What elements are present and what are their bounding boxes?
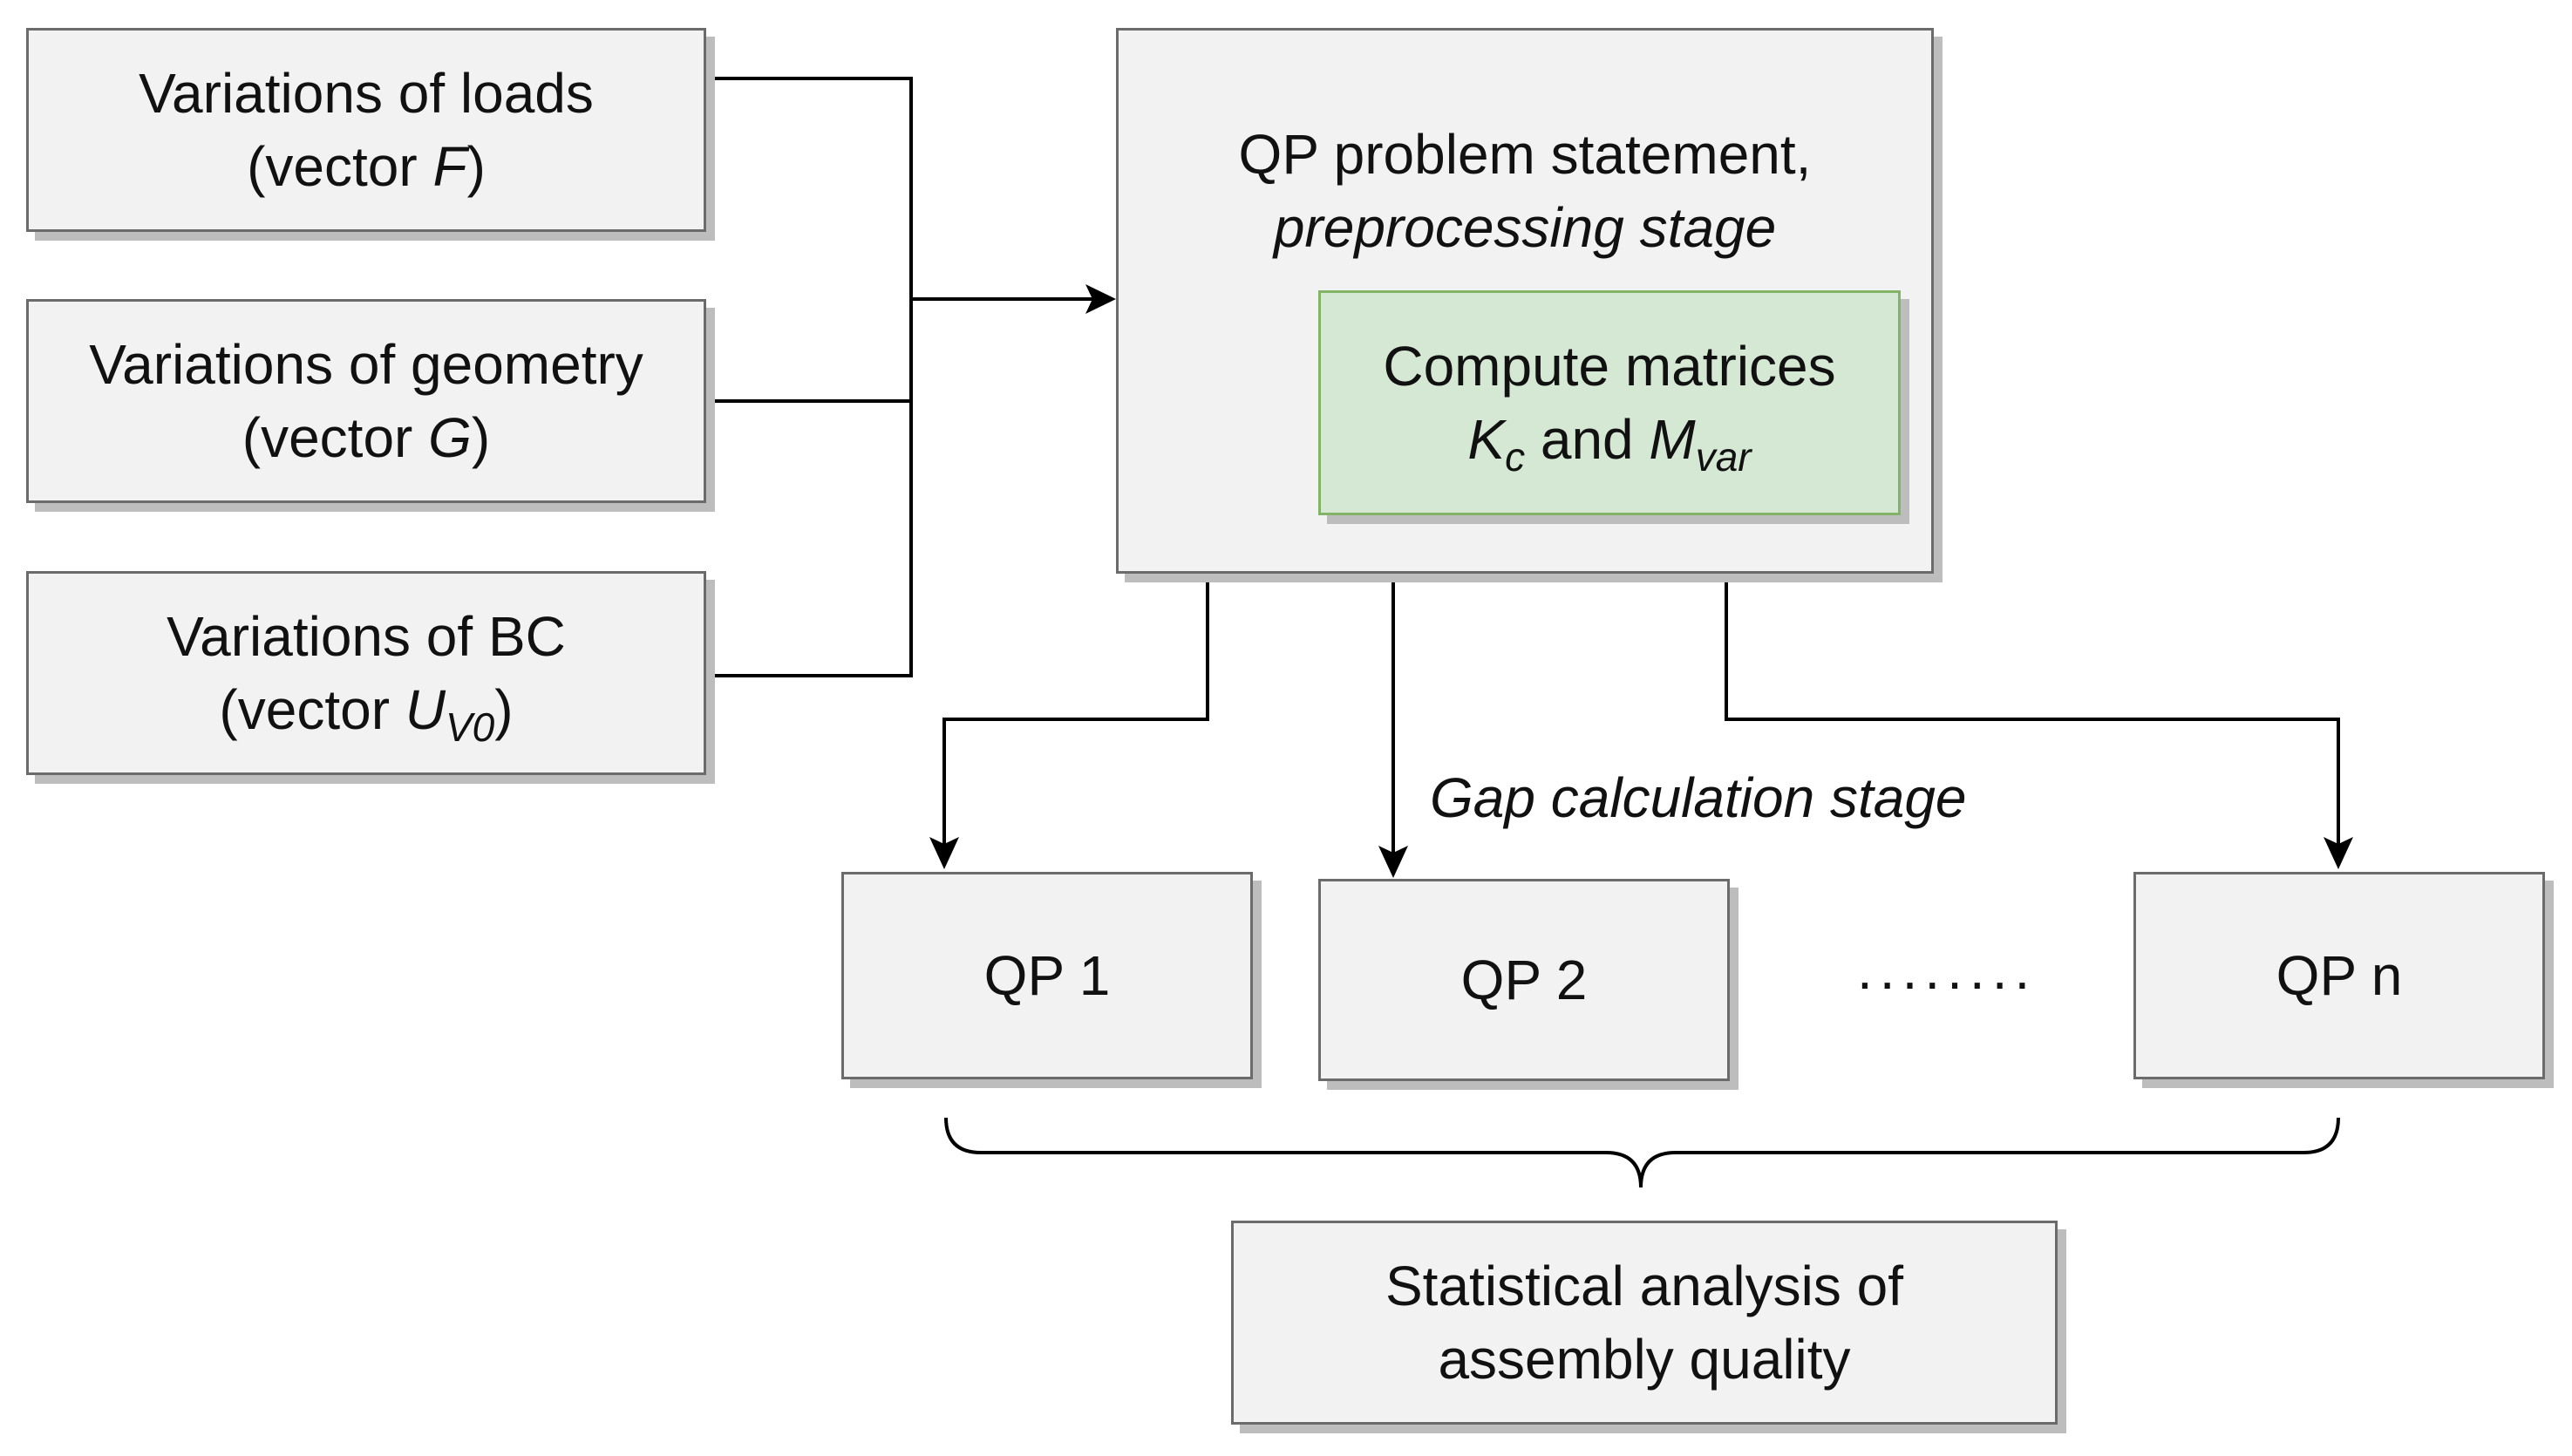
geometry-variation-box: Variations of geometry (vector G) [26,299,706,503]
bc-vector-subscript: V0 [446,704,495,750]
bc-vector-symbol: U [405,678,446,741]
matrix-m-subscript: var [1695,434,1752,480]
qp-box-2: QP 2 [1318,879,1730,1081]
connector-to-qp1 [942,582,1209,850]
bc-vector-suffix: ) [494,678,514,741]
geometry-vector-suffix: ) [471,406,491,469]
statistical-analysis-title: Statistical analysis of [1385,1255,1904,1317]
bc-vector: (vector UV0) [219,673,514,747]
qp-box-2-label: QP 2 [1460,949,1588,1011]
matrices-formula: Kc and Mvar [1467,403,1751,477]
arrowhead-qp-statement [1085,284,1116,314]
loads-vector: (vector F) [247,130,486,203]
arrowhead-qp2 [1378,846,1408,878]
compute-matrices-title: Compute matrices [1383,335,1836,398]
qp-box-n: QP n [2133,872,2545,1079]
statistical-analysis-box: Statistical analysis of assembly quality [1231,1221,2058,1425]
matrix-k-subscript: c [1505,434,1526,480]
matrix-k-symbol: K [1467,408,1506,471]
matrices-and: and [1525,408,1650,471]
preprocessing-stage-label: preprocessing stage [1273,196,1777,259]
geometry-vector-prefix: (vector [242,406,429,469]
connector-loads [706,77,913,677]
arrowhead-qpn [2324,837,2353,869]
loads-vector-prefix: (vector [247,135,433,198]
geometry-title: Variations of geometry [89,333,643,396]
bc-title: Variations of BC [167,605,566,668]
qp-box-1: QP 1 [841,872,1253,1079]
matrix-m-symbol: M [1649,408,1696,471]
connector-to-qpn [1725,574,2340,850]
geometry-vector-symbol: G [428,406,472,469]
loads-variation-box: Variations of loads (vector F) [26,28,706,232]
loads-vector-symbol: F [432,135,467,198]
ellipsis: ........ [1857,938,2038,1001]
bc-variation-box: Variations of BC (vector UV0) [26,571,706,775]
qp-statement-title: QP problem statement, [1238,123,1812,186]
arrowhead-qp1 [929,837,959,869]
loads-title: Variations of loads [139,62,594,125]
loads-vector-suffix: ) [466,135,486,198]
qp-box-n-label: QP n [2276,944,2403,1007]
gap-calculation-stage-label: Gap calculation stage [1430,766,1967,829]
geometry-vector: (vector G) [242,401,490,474]
grouping-brace [944,1117,2340,1188]
bc-vector-prefix: (vector [219,678,405,741]
compute-matrices-box: Compute matrices Kc and Mvar [1318,290,1901,515]
assembly-quality-label: assembly quality [1438,1328,1851,1391]
qp-box-1-label: QP 1 [983,944,1111,1007]
